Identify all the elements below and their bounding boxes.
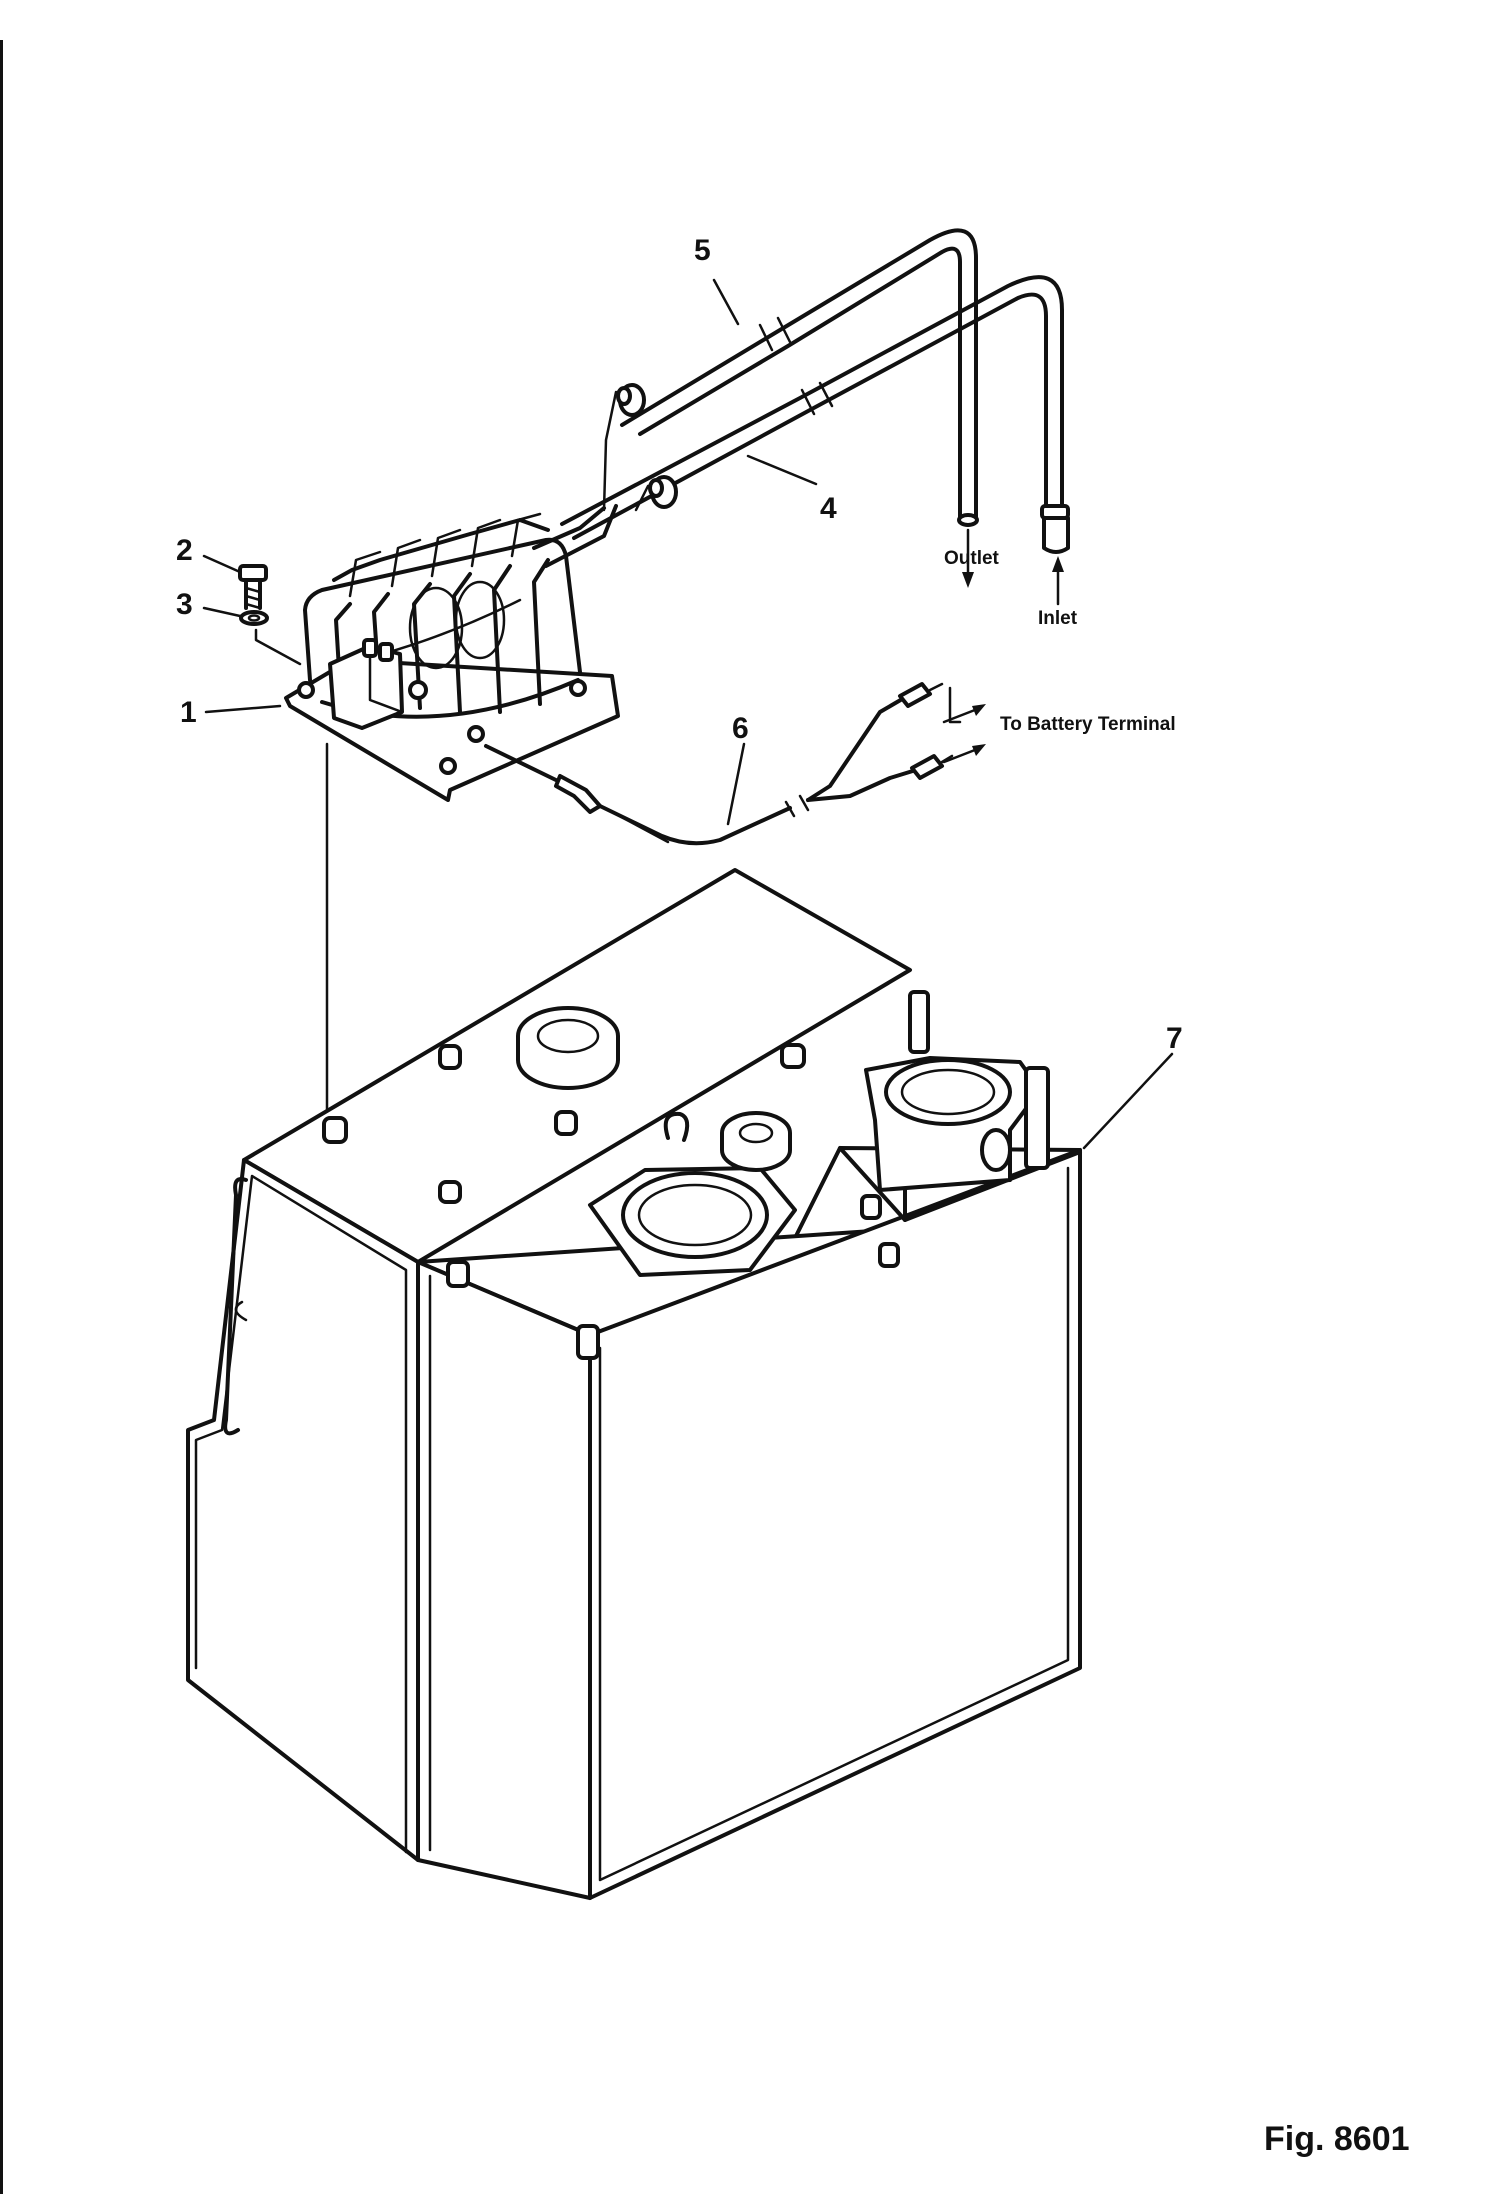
bolt-assembly-line — [254, 628, 302, 666]
harness-break — [784, 794, 810, 818]
hose-clamp-outlet — [616, 383, 646, 417]
harness-cable — [598, 804, 792, 846]
harness-terminal-upper — [898, 682, 944, 708]
callout-2: 2 — [176, 534, 193, 567]
battery-arrow-lower-head — [972, 744, 986, 756]
leader-6 — [726, 742, 746, 826]
hose-inlet — [560, 275, 1070, 554]
inlet-label: Inlet — [1038, 608, 1078, 629]
plate-hole-4 — [467, 725, 485, 743]
heater-hose-connection-1 — [532, 506, 606, 550]
leader-1 — [204, 704, 282, 714]
bolt-head — [238, 564, 268, 582]
leader-2 — [202, 554, 242, 574]
filler-opening-inner — [637, 1183, 753, 1247]
tank-left-panel-inset — [194, 1174, 408, 1854]
plate-hole-3 — [569, 679, 587, 697]
washer — [239, 610, 269, 626]
tank-top-fittings — [322, 990, 1050, 1360]
terminal-box-edge — [368, 644, 404, 714]
tank-studs — [322, 1043, 900, 1360]
callout-7: 7 — [1166, 1022, 1183, 1055]
small-boss-hole — [738, 1122, 774, 1144]
callout-6: 6 — [732, 712, 749, 745]
tank-side-pipe — [223, 1177, 248, 1436]
heater-core — [408, 586, 464, 670]
bolt-thread — [244, 586, 262, 610]
harness-branch-lower — [806, 768, 918, 802]
right-post — [1024, 1066, 1050, 1170]
filler-opening — [621, 1171, 769, 1259]
tank-front-left-face — [416, 1260, 592, 1900]
harness-to-heater — [484, 744, 562, 784]
top-ring-side — [516, 1036, 620, 1090]
callout-5: 5 — [694, 234, 711, 267]
heater-assembly — [284, 512, 620, 802]
lifting-eye — [663, 1111, 690, 1142]
heater-hose-connection-2 — [544, 504, 618, 568]
terminal-post-b — [378, 642, 394, 662]
hose-outlet — [620, 228, 979, 527]
plate-hole-2 — [439, 757, 457, 775]
outlet-hose-break — [758, 316, 792, 352]
outlet-hose-end — [957, 513, 979, 527]
terminal-nut — [408, 680, 428, 700]
callout-leaders — [202, 278, 1174, 1150]
inlet-arrow — [1052, 556, 1064, 606]
tank-side-clip — [234, 1300, 248, 1322]
heater-wire-cage — [303, 512, 582, 719]
callout-1: 1 — [180, 696, 197, 729]
tank-left-side — [186, 1158, 420, 1862]
filler-neck-port — [980, 1128, 1012, 1172]
mounting-bolt — [238, 564, 268, 610]
battery-bracket — [948, 686, 962, 724]
terminal-post-a — [362, 638, 378, 658]
harness-cable-2 — [610, 810, 670, 844]
top-ring-hole — [536, 1018, 600, 1054]
battery-terminal-label: To Battery Terminal — [1000, 714, 1176, 735]
harness-terminal-lower — [910, 754, 954, 780]
small-boss-side — [720, 1133, 792, 1172]
filler-neck-inner — [900, 1068, 996, 1116]
harness-branch-upper — [806, 696, 906, 802]
battery-arrow-upper-head — [972, 704, 986, 716]
outlet-label: Outlet — [944, 548, 1000, 569]
callout-4: 4 — [820, 492, 837, 525]
page-border-left — [0, 40, 3, 2194]
hydraulic-tank — [186, 868, 1082, 1900]
figure-number: Fig. 8601 — [1264, 2120, 1410, 2158]
leader-5 — [712, 278, 740, 326]
hose-clamp-inlet — [648, 475, 678, 509]
inlet-hose-break — [800, 381, 834, 416]
callout-3: 3 — [176, 588, 193, 621]
washer-hole — [247, 614, 261, 622]
plate-hole-1 — [297, 681, 315, 699]
inlet-hose-end — [1042, 516, 1070, 554]
rear-post — [908, 990, 930, 1054]
wiring-harness — [484, 682, 986, 846]
harness-plug — [554, 774, 602, 814]
clamp-leader-lines — [602, 390, 650, 512]
leader-4 — [746, 454, 818, 486]
outlet-arrow — [962, 528, 974, 588]
heater-core-2 — [454, 580, 506, 660]
leader-3 — [202, 606, 242, 618]
tank-front-panel-inset — [598, 1166, 1070, 1882]
leader-7 — [1082, 1052, 1174, 1150]
